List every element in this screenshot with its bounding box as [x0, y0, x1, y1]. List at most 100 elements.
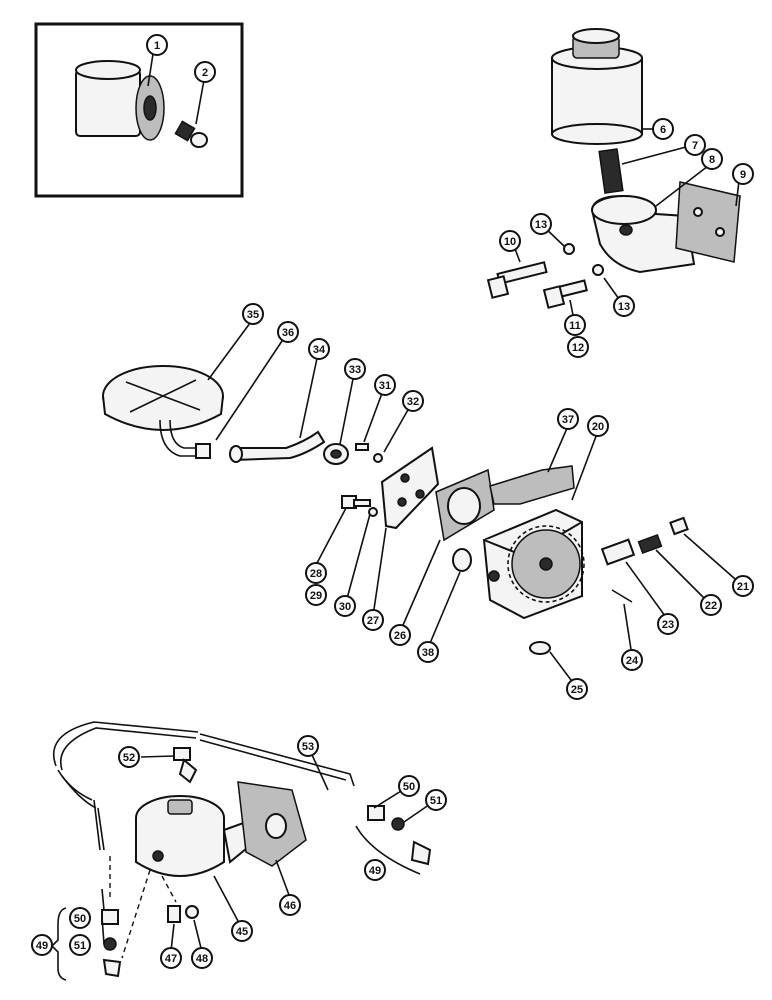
callout-label: 51: [430, 795, 442, 807]
breather-tube: [229, 430, 326, 463]
callout-label: 35: [247, 309, 259, 321]
fuel-pump-gasket: [237, 781, 307, 867]
callout-29: 29: [305, 584, 327, 606]
callout-9: 9: [732, 163, 754, 185]
callout-31: 31: [374, 374, 396, 396]
relief-plunger: [600, 538, 636, 566]
callout-30: 30: [334, 595, 356, 617]
callout-27: 27: [362, 609, 384, 631]
callout-13-lower: 13: [613, 295, 635, 317]
breather-assembly: [102, 365, 383, 465]
callout-label: 22: [705, 600, 717, 612]
filter-adapter-fitting: [174, 120, 208, 148]
callout-48: 48: [191, 947, 213, 969]
filter-canister: [551, 28, 643, 145]
callout-49-left: 49: [31, 934, 53, 956]
callout-label: 23: [662, 619, 674, 631]
pump-washer: [185, 905, 199, 919]
relief-valve-parts: [529, 516, 689, 655]
callout-label: 30: [339, 601, 351, 613]
callout-label: 12: [572, 342, 584, 354]
callout-label: 10: [504, 236, 516, 248]
callout-label: 25: [571, 684, 583, 696]
callout-35: 35: [242, 303, 264, 325]
cover-washer: [368, 507, 378, 517]
callout-label: 11: [569, 320, 581, 332]
callout-2: 2: [194, 61, 216, 83]
cover-bolt: [341, 495, 371, 509]
callout-label: 50: [403, 781, 415, 793]
callout-label: 13: [618, 301, 630, 313]
callout-label: 2: [202, 67, 208, 79]
callout-20: 20: [587, 415, 609, 437]
callout-25: 25: [566, 678, 588, 700]
callout-label: 28: [310, 568, 322, 580]
callout-50-right: 50: [398, 775, 420, 797]
callout-label: 49: [369, 865, 381, 877]
o-ring: [452, 548, 472, 572]
callout-34: 34: [308, 338, 330, 360]
callout-11: 11: [564, 314, 586, 336]
expansion-plug: [529, 641, 551, 655]
callout-label: 45: [236, 926, 248, 938]
callout-label: 37: [562, 414, 574, 426]
callout-label: 52: [123, 752, 135, 764]
callout-51-right: 51: [425, 789, 447, 811]
callout-36: 36: [277, 321, 299, 343]
elbow-fitting-upper: [173, 747, 198, 784]
short-cap-screw: [542, 279, 588, 309]
callout-label: 46: [284, 900, 296, 912]
callout-label: 7: [692, 140, 698, 152]
callout-33: 33: [344, 358, 366, 380]
fuel-line: [52, 721, 355, 851]
filter-base: [590, 194, 696, 274]
callout-26: 26: [389, 624, 411, 646]
callout-23: 23: [657, 613, 679, 635]
callout-label: 47: [165, 953, 177, 965]
callout-53: 53: [297, 735, 319, 757]
callout-label: 21: [737, 581, 749, 593]
callout-label: 36: [282, 327, 294, 339]
callout-label: 20: [592, 421, 604, 433]
pump-cover-assembly: [341, 446, 495, 572]
small-screw: [355, 443, 369, 451]
callout-label: 24: [626, 655, 639, 667]
callout-51-left: 51: [69, 934, 91, 956]
roll-pin: [611, 589, 633, 603]
callout-label: 50: [74, 913, 86, 925]
callout-label: 27: [367, 615, 379, 627]
inset-filter-assembly: [34, 22, 244, 198]
fuel-pump-assembly: [50, 721, 432, 981]
lock-washer-upper: [563, 243, 575, 255]
callout-7: 7: [684, 134, 706, 156]
callout-28: 28: [305, 562, 327, 584]
oil-filter-cartridge: [75, 60, 165, 141]
callout-46: 46: [279, 894, 301, 916]
callout-47: 47: [160, 947, 182, 969]
callout-label: 33: [349, 364, 361, 376]
callout-13-upper: 13: [530, 213, 552, 235]
tube-seal: [323, 443, 349, 465]
callout-label: 13: [535, 219, 547, 231]
relief-plug: [669, 516, 689, 536]
callout-label: 34: [313, 344, 326, 356]
callout-21: 21: [732, 575, 754, 597]
callout-label: 51: [74, 940, 86, 952]
fuel-pump-body: [135, 795, 254, 877]
callout-label: 53: [302, 741, 314, 753]
callout-22: 22: [700, 594, 722, 616]
callout-label: 1: [154, 40, 160, 52]
callout-label: 31: [379, 380, 391, 392]
callout-38: 38: [417, 641, 439, 663]
callout-12: 12: [567, 336, 589, 358]
long-cap-screw: [486, 261, 548, 299]
oil-pump-body: [482, 465, 585, 620]
pump-drive-gear: [507, 525, 585, 603]
callout-label: 8: [709, 154, 715, 166]
breather-hose: [159, 419, 211, 459]
callout-label: 48: [196, 953, 208, 965]
callout-52: 52: [118, 746, 140, 768]
callout-label: 9: [740, 169, 746, 181]
filter-head-assembly: [486, 28, 741, 309]
